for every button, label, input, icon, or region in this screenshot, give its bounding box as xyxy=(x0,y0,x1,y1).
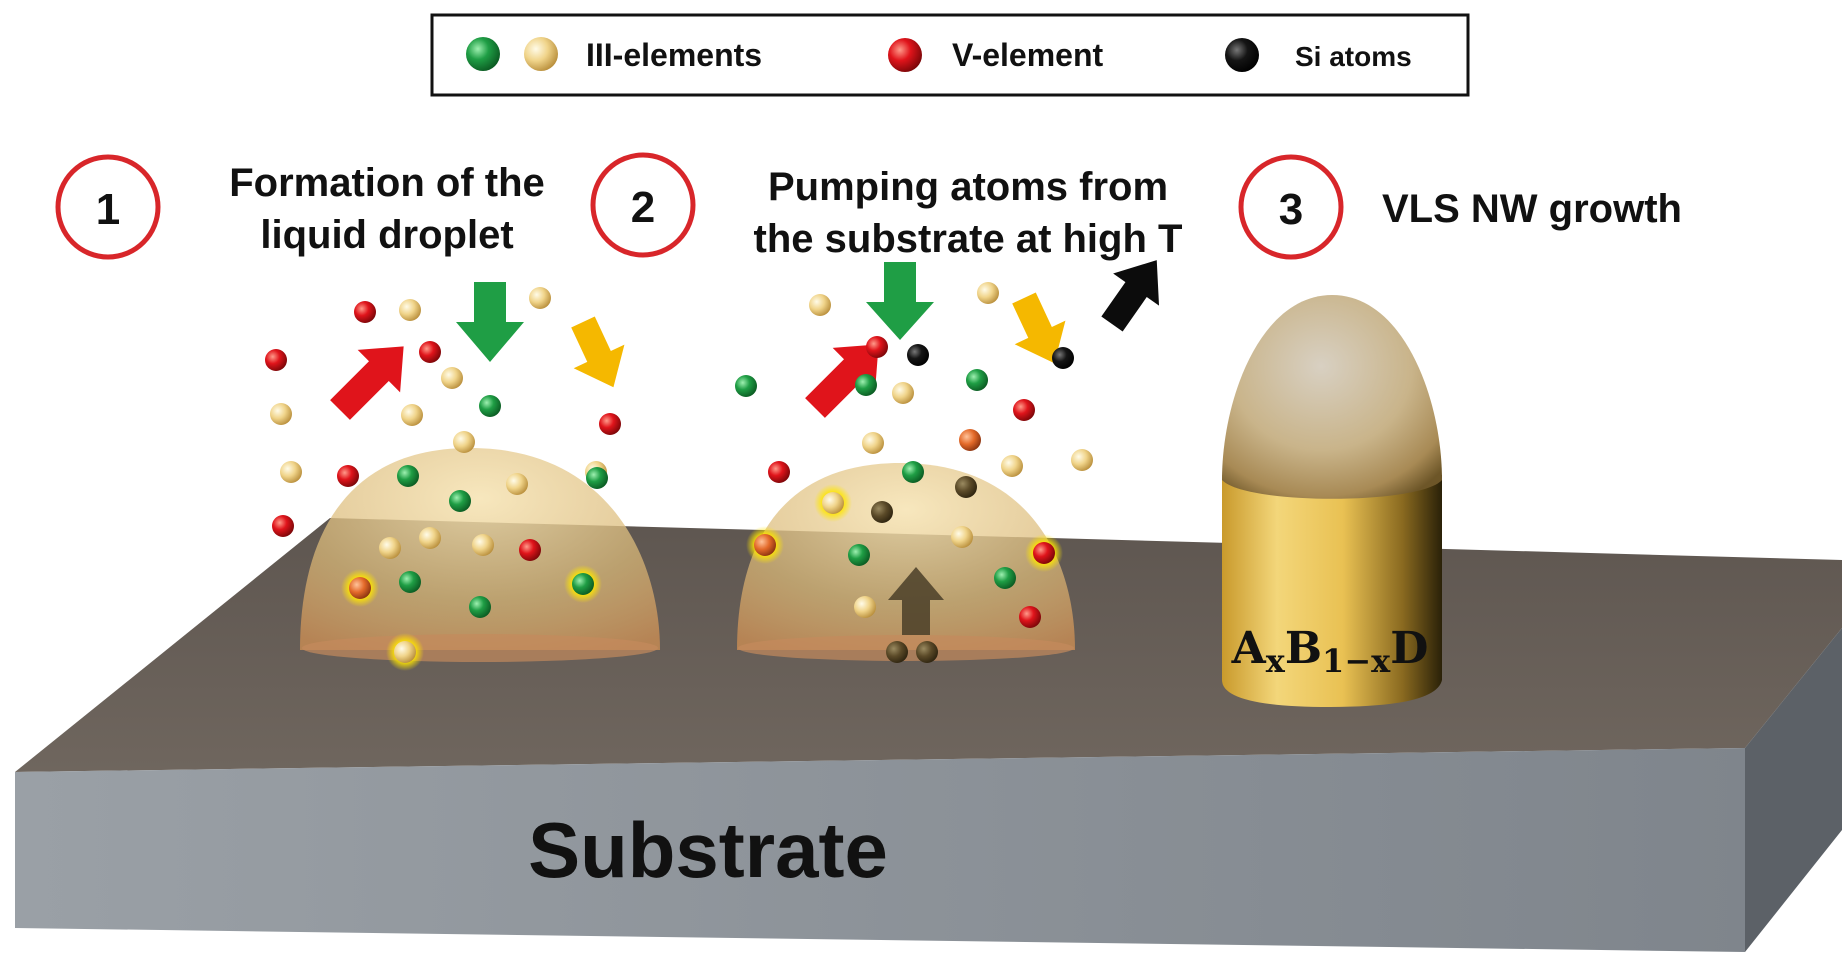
legend-iii-gold-atom-icon xyxy=(524,37,558,71)
v-atom xyxy=(337,465,359,487)
iii-gold-atom xyxy=(280,461,302,483)
iii-gold-atom xyxy=(399,299,421,321)
v-atom xyxy=(866,336,888,358)
step-2-title-line1: Pumping atoms from xyxy=(768,165,1168,209)
nanowire-composition: AxB1−xD xyxy=(1231,623,1429,680)
v-atom xyxy=(272,515,294,537)
v-atom xyxy=(419,341,441,363)
si-atom xyxy=(1052,347,1074,369)
legend-si-label: Si atoms xyxy=(1295,41,1412,72)
iii-green-atom xyxy=(902,461,924,483)
substrate-front-face xyxy=(15,748,1745,952)
step-2-number: 2 xyxy=(631,183,655,232)
iii-green-atom xyxy=(855,374,877,396)
legend: III-elements V-element Si atoms xyxy=(430,13,1470,97)
iii-gold-atom xyxy=(1071,449,1093,471)
iii-gold-atom xyxy=(419,527,441,549)
v-atom xyxy=(599,413,621,435)
step-1-title-line2: liquid droplet xyxy=(260,213,513,257)
iii-gold-atom xyxy=(862,432,884,454)
iii-green-atom xyxy=(966,369,988,391)
v-atom xyxy=(768,461,790,483)
iii-gold-atom xyxy=(854,596,876,618)
iii-green-atom xyxy=(399,571,421,593)
red-arrow-step1 xyxy=(330,346,404,420)
v-atom xyxy=(265,349,287,371)
nanowire-body xyxy=(1222,475,1442,707)
step-2-title-line2: the substrate at high T xyxy=(754,217,1183,261)
step-1-title-line1: Formation of the xyxy=(229,161,545,205)
step-3-badge xyxy=(1238,154,1344,260)
up-arrow-substrate xyxy=(888,567,944,635)
legend-v-label: V-element xyxy=(952,37,1104,73)
v-atom xyxy=(1013,399,1035,421)
iii-green-atom xyxy=(586,467,608,489)
iii-green-atom xyxy=(994,567,1016,589)
v-atom xyxy=(1019,606,1041,628)
iii-green-atom xyxy=(479,395,501,417)
step-1-badge xyxy=(55,154,161,260)
iii-gold-atom xyxy=(270,403,292,425)
substrate-side-face xyxy=(1745,628,1842,952)
nanowire: AxB1−xD xyxy=(1222,295,1442,707)
green-arrow-step1 xyxy=(456,282,524,362)
yellow-arrow-step1 xyxy=(571,316,625,388)
step-2-badge xyxy=(590,152,696,258)
legend-iii-green-atom-icon xyxy=(466,37,500,71)
yellow-arrow-step2 xyxy=(1012,292,1066,364)
iii-gold-atom xyxy=(453,431,475,453)
iii-green-atom xyxy=(735,375,757,397)
step-3-number: 3 xyxy=(1279,185,1303,234)
black-arrow-step2 xyxy=(1101,260,1160,332)
v-atom xyxy=(1033,542,1055,564)
iii-gold-atom xyxy=(822,492,844,514)
iii-gold-atom xyxy=(1001,455,1023,477)
v-atom-dissolved xyxy=(349,577,371,599)
step-2-heading: 2 Pumping atoms from the substrate at hi… xyxy=(590,152,1183,261)
step-3-heading: 3 VLS NW growth xyxy=(1238,154,1682,260)
iii-gold-atom xyxy=(394,641,416,663)
green-arrow-step2 xyxy=(866,262,934,340)
legend-frame xyxy=(430,13,1470,97)
substrate-atom xyxy=(916,641,938,663)
iii-green-atom xyxy=(469,596,491,618)
atoms xyxy=(265,282,1093,671)
droplet-1-base xyxy=(302,634,658,662)
iii-green-atom xyxy=(572,573,594,595)
iii-gold-atom xyxy=(379,537,401,559)
iii-green-atom xyxy=(397,465,419,487)
v-atom xyxy=(519,539,541,561)
step-3-title: VLS NW growth xyxy=(1382,187,1682,231)
iii-gold-atom xyxy=(441,367,463,389)
substrate-atom xyxy=(955,476,977,498)
iii-gold-atom xyxy=(892,382,914,404)
red-arrow-step2 xyxy=(805,344,879,418)
iii-gold-atom xyxy=(472,534,494,556)
step-1-number: 1 xyxy=(96,185,120,234)
substrate-atom xyxy=(886,641,908,663)
si-atom xyxy=(907,344,929,366)
step-1-heading: 1 Formation of the liquid droplet xyxy=(55,154,545,260)
nanowire-cap xyxy=(1222,295,1442,499)
substrate-atom xyxy=(871,501,893,523)
legend-v-atom-icon xyxy=(888,38,922,72)
substrate-label: Substrate xyxy=(528,806,888,894)
iii-gold-atom xyxy=(977,282,999,304)
iii-gold-atom xyxy=(529,287,551,309)
v-atom-dissolved xyxy=(754,534,776,556)
legend-iii-label: III-elements xyxy=(586,37,762,73)
iii-gold-atom xyxy=(401,404,423,426)
iii-gold-atom xyxy=(951,526,973,548)
iii-green-atom xyxy=(449,490,471,512)
legend-si-atom-icon xyxy=(1225,38,1259,72)
v-atom xyxy=(354,301,376,323)
iii-gold-atom xyxy=(809,294,831,316)
v-atom-dissolved xyxy=(959,429,981,451)
iii-gold-atom xyxy=(506,473,528,495)
iii-green-atom xyxy=(848,544,870,566)
arrows xyxy=(330,260,1160,635)
